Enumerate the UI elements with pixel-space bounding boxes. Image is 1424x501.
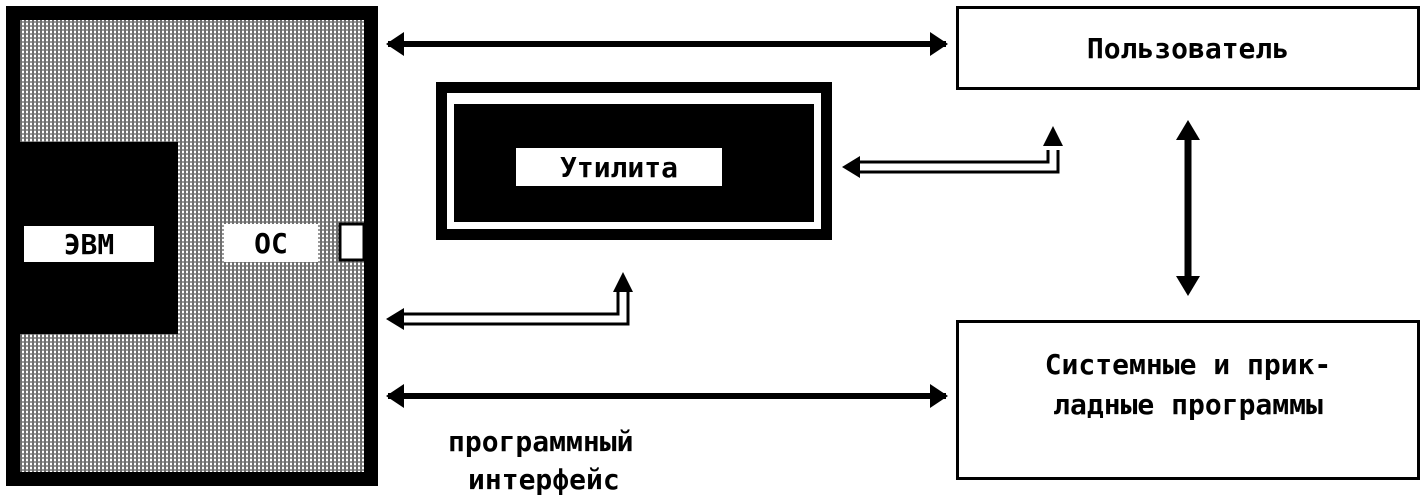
evm-label: ЭВМ: [24, 226, 154, 262]
programs-box: Системные и прик- ладные программы: [956, 320, 1420, 480]
interface-caption-line2: интерфейс: [468, 463, 620, 496]
programs-label-line2: ладные программы: [1053, 388, 1323, 421]
user-box: Пользователь: [956, 6, 1420, 90]
interface-caption-line1: программный: [448, 425, 634, 458]
user-label: Пользователь: [1086, 31, 1290, 65]
arrow-os-user: [386, 32, 948, 56]
arrow-user-programs: [1176, 120, 1200, 296]
arrow-os-programs: [386, 384, 948, 408]
arrow-user-utility: [842, 126, 1063, 178]
os-label: ОС: [224, 224, 318, 262]
arrow-utility-os: [386, 272, 633, 330]
programs-label-line1: Системные и прик-: [1044, 348, 1332, 381]
utility-label: Утилита: [516, 148, 722, 186]
